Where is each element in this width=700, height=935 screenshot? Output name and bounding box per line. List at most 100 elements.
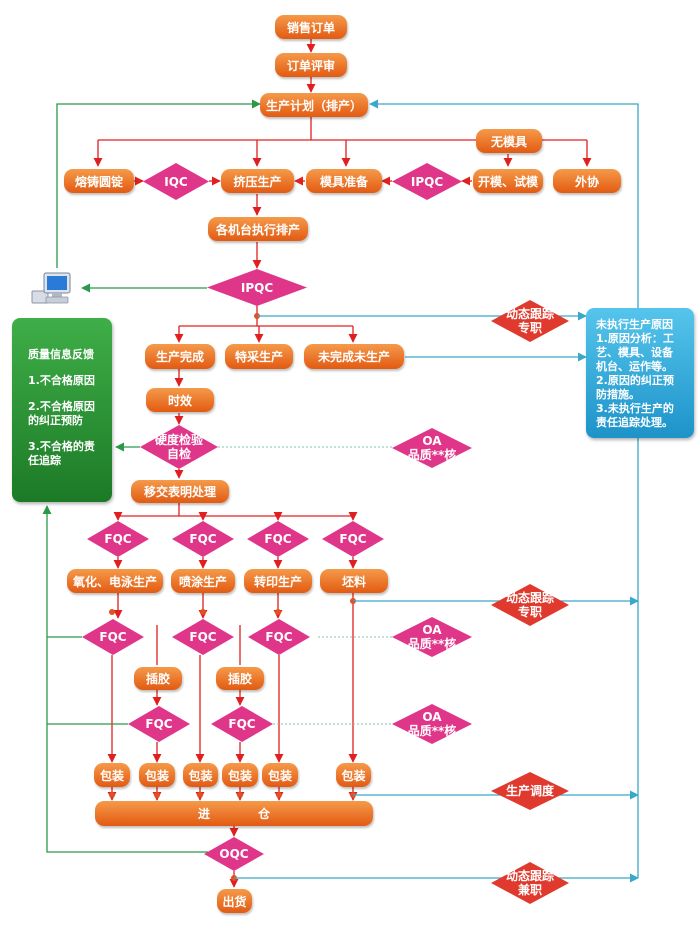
oa-quality-label: 品质**核 [407, 637, 457, 651]
reason-line-2: 1.原因分析：工 [596, 332, 674, 345]
production-plan-node: 生产计划（排产） [260, 93, 368, 117]
fqc-label: FQC [264, 532, 292, 546]
red-arrows [93, 39, 592, 888]
dyn-track-diamond-1: 动态跟踪专职 [491, 300, 569, 342]
part-time-label: 兼职 [517, 883, 542, 897]
dyn-track-label: 动态跟踪 [505, 869, 554, 883]
outsource-node: 外协 [553, 169, 621, 193]
reason-line-7: 3.未执行生产的 [596, 402, 674, 415]
ipqc-top-label: IPQC [410, 174, 444, 189]
fqc-diamond-3: FQC [247, 521, 309, 557]
prod-dispatch-diamond: 生产调度 [491, 772, 569, 810]
ipqc-main-diamond: IPQC [207, 269, 307, 306]
reason-line-3: 艺、模具、设备 [596, 346, 673, 359]
aging-node: 时效 [146, 388, 214, 412]
fqc-diamond-8: FQC [128, 706, 190, 742]
dyn-track-diamond-3: 动态跟踪兼职 [491, 862, 569, 904]
iqc-label: IQC [164, 174, 188, 189]
reason-line-4: 机台、运作等。 [596, 360, 673, 373]
fqc-diamond-1: FQC [87, 521, 149, 557]
iqc-diamond: IQC [143, 163, 209, 200]
feedback-title: 质量信息反馈 [28, 348, 94, 361]
fqc-diamond-6: FQC [172, 619, 234, 655]
warehouse-node: 进 仓 [95, 801, 373, 826]
fqc-label: FQC [339, 532, 367, 546]
hardness-label-1: 硬度检验 [154, 433, 203, 447]
fqc-diamond-7: FQC [248, 619, 310, 655]
junction-dots [109, 313, 356, 881]
spraying-node: 喷涂生产 [171, 569, 235, 593]
order-review-node: 订单评审 [275, 53, 347, 77]
fqc-diamond-2: FQC [172, 521, 234, 557]
fqc-diamond-9: FQC [211, 706, 273, 742]
fqc-label: FQC [99, 630, 127, 644]
pack-node-4: 包装 [222, 763, 258, 787]
computer-monitor-icon [30, 271, 72, 307]
feedback-item-2: 2.不合格原因的纠正预防 [28, 400, 106, 428]
special-prod-node: 特采生产 [225, 344, 293, 369]
fqc-label: FQC [189, 630, 217, 644]
fqc-label: FQC [189, 532, 217, 546]
fqc-diamond-5: FQC [82, 619, 144, 655]
reason-line-1: 未执行生产原因 [596, 318, 673, 331]
unexecuted-reason-panel: 未执行生产原因 1.原因分析：工 艺、模具、设备 机台、运作等。 2.原因的纠正… [586, 308, 694, 438]
fqc-label: FQC [104, 532, 132, 546]
feedback-item-2b: 的纠正预防 [28, 414, 83, 427]
oa-label: OA [422, 623, 442, 637]
green-arrows [42, 99, 261, 853]
reason-line-8: 责任追踪处理。 [596, 416, 673, 429]
mold-prep-node: 模具准备 [306, 169, 382, 193]
hardness-diamond: 硬度检验自检 [140, 425, 218, 469]
oxidation-node: 氧化、电泳生产 [67, 569, 163, 593]
casting-node: 熔铸圆锭 [64, 169, 134, 193]
oqc-label: OQC [219, 847, 249, 861]
pack-node-5: 包装 [262, 763, 298, 787]
surface-treat-node: 移交表明处理 [131, 480, 229, 503]
quality-feedback-panel: 质量信息反馈 1.不合格原因 2.不合格原因的纠正预防 3.不合格的责任追踪 [12, 318, 112, 502]
sales-order-node: 销售订单 [275, 15, 347, 39]
transfer-print-node: 转印生产 [244, 569, 312, 593]
reason-line-5: 2.原因的纠正预 [596, 374, 674, 387]
dotted-links [218, 446, 392, 725]
oa-label: OA [422, 434, 442, 448]
prod-dispatch-label: 生产调度 [505, 784, 554, 798]
oa-label: OA [422, 710, 442, 724]
specialist-label: 专职 [517, 321, 542, 335]
incomplete-prod-node: 未完成未生产 [304, 344, 404, 369]
shipping-node: 出货 [217, 889, 252, 913]
prod-complete-node: 生产完成 [145, 344, 215, 369]
reason-line-6: 防措施。 [596, 388, 640, 401]
fqc-label: FQC [145, 717, 173, 731]
oa-quality-label: 品质**核 [407, 724, 457, 738]
feedback-item-3b: 任追踪 [28, 454, 61, 467]
feedback-item-1: 1.不合格原因 [28, 374, 95, 387]
specialist-label: 专职 [517, 605, 542, 619]
mold-trial-node: 开模、试模 [473, 169, 543, 193]
hardness-label-2: 自检 [166, 447, 191, 461]
plug-node-1: 插胶 [134, 667, 182, 690]
feedback-item-3a: 3.不合格的责 [28, 440, 95, 453]
feedback-item-3: 3.不合格的责任追踪 [28, 440, 106, 468]
fqc-label: FQC [265, 630, 293, 644]
pack-node-3: 包装 [183, 763, 218, 787]
ipqc-main-label: IPQC [240, 280, 274, 295]
plug-node-2: 插胶 [216, 667, 264, 690]
dyn-track-label: 动态跟踪 [505, 591, 554, 605]
blank-node: 坯料 [320, 569, 388, 593]
dyn-track-diamond-2: 动态跟踪专职 [491, 584, 569, 626]
ipqc-top-diamond: IPQC [392, 163, 462, 200]
extrusion-node: 挤压生产 [221, 169, 294, 193]
dyn-track-label: 动态跟踪 [505, 307, 554, 321]
no-mold-node: 无模具 [476, 129, 542, 153]
oa-quality-label: 品质**核 [407, 448, 457, 462]
fqc-diamond-4: FQC [322, 521, 384, 557]
fqc-label: FQC [228, 717, 256, 731]
pack-node-2: 包装 [139, 763, 175, 787]
pack-node-1: 包装 [94, 763, 130, 787]
feedback-item-2a: 2.不合格原因 [28, 400, 95, 413]
